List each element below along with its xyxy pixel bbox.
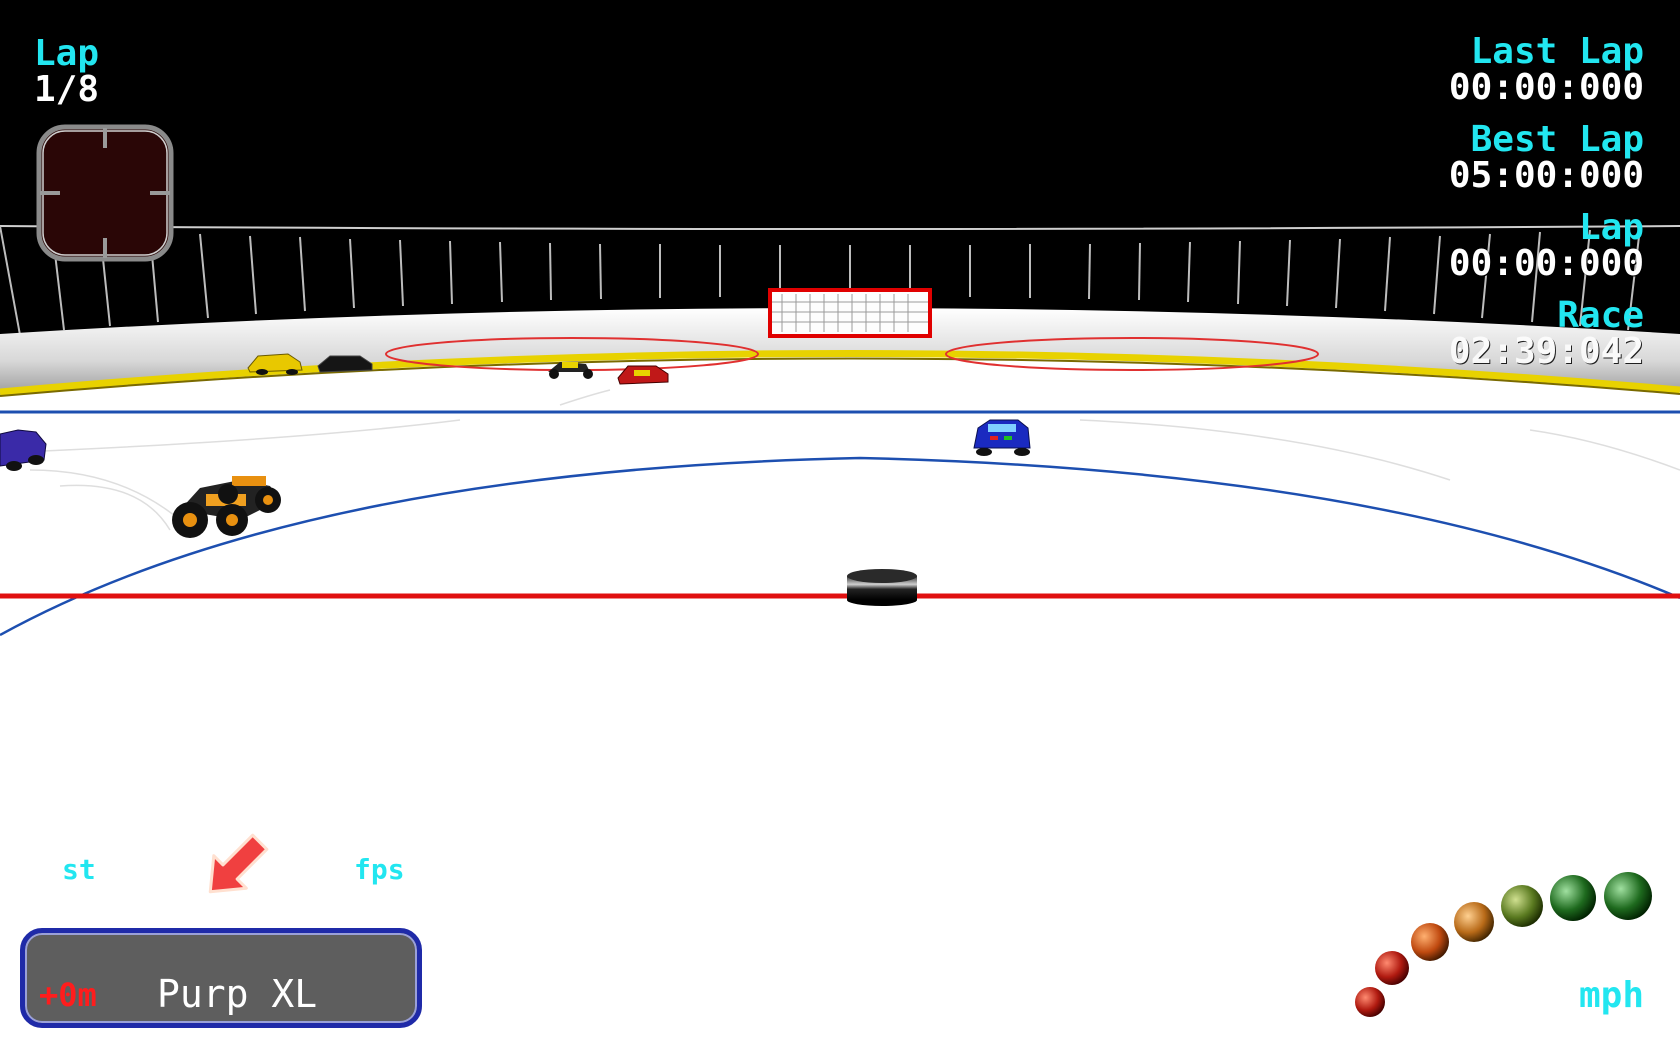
car-red bbox=[617, 365, 669, 385]
radar-icon bbox=[36, 124, 174, 262]
fps-counter: fps 629 bbox=[354, 853, 405, 910]
car-yellow bbox=[247, 353, 303, 375]
direction-arrow-icon bbox=[208, 833, 269, 894]
last-lap-timer: Last Lap 00:00:000 bbox=[1448, 31, 1644, 108]
position-suffix: st bbox=[62, 853, 96, 886]
speed-unit: mph bbox=[1578, 975, 1644, 1016]
lap-label: Lap bbox=[34, 33, 100, 74]
center-circle bbox=[0, 456, 1680, 637]
car-buggy-small bbox=[548, 362, 593, 379]
lap-value: 1/8 bbox=[34, 69, 100, 110]
hockey-puck bbox=[847, 569, 917, 606]
rink-glass-fence bbox=[0, 225, 1680, 336]
fps-label: fps bbox=[354, 853, 405, 886]
car-black bbox=[317, 355, 373, 373]
lap-counter: Lap 1/8 bbox=[34, 36, 99, 108]
car-blue-center bbox=[973, 419, 1031, 456]
player-name-bar: +0m Purp XL bbox=[20, 928, 422, 1028]
distance-gap: +0m bbox=[39, 976, 97, 1014]
speedometer: 0 mph bbox=[1540, 978, 1644, 1014]
current-lap-timer: Lap 00:00:000 bbox=[1448, 207, 1644, 284]
race-position: 1 st bbox=[34, 852, 96, 906]
car-purple-left bbox=[0, 429, 47, 471]
board-trim bbox=[0, 350, 1680, 396]
race-timer: Race 02:39:042 bbox=[1448, 295, 1644, 372]
speed-indicator-lights bbox=[1355, 872, 1652, 1017]
fps-value: 629 bbox=[357, 882, 401, 910]
player-name: Purp XL bbox=[157, 972, 318, 1016]
car-buggy-orange bbox=[172, 476, 281, 538]
hockey-goal bbox=[768, 288, 932, 338]
position-number: 1 bbox=[34, 847, 69, 910]
best-lap-timer: Best Lap 05:00:000 bbox=[1448, 119, 1644, 196]
timer-panel: Last Lap 00:00:000 Best Lap 05:00:000 La… bbox=[1284, 34, 1644, 386]
faceoff-circle-right bbox=[945, 337, 1319, 371]
speed-value: 0 bbox=[1539, 975, 1562, 1016]
